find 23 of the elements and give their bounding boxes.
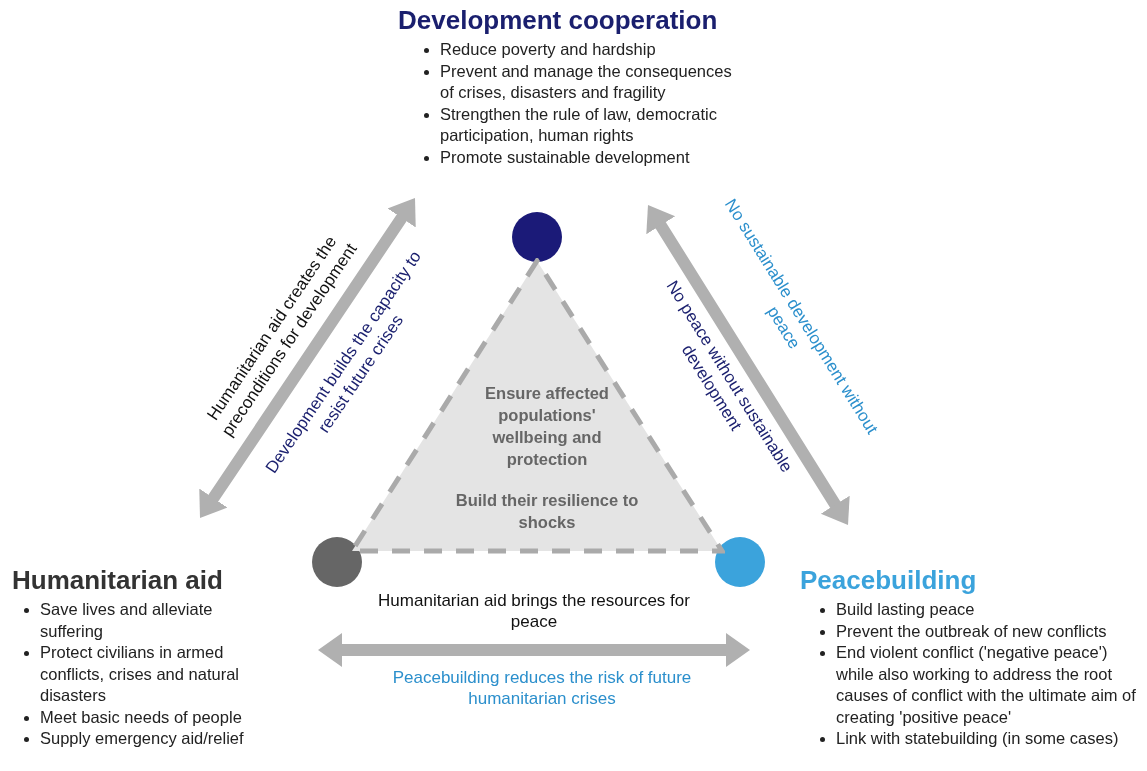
bullet-item: Link with statebuilding (in some cases) (816, 728, 1145, 750)
heading: Humanitarian aid (12, 565, 223, 595)
heading: Peacebuilding (800, 565, 977, 595)
bullet-item: Protect civilians in armed conflicts, crises and natural disasters (20, 642, 270, 707)
heading: Development cooperation (398, 5, 718, 35)
bullet-item: Prevent the outbreak of new conflicts (816, 620, 1145, 642)
circle-marker (715, 537, 765, 587)
arrow-caption: Peacebuilding reduces the risk of future humanitarian crises (391, 667, 693, 709)
bullet-item: Promote sustainable development (420, 146, 743, 168)
circle-marker (512, 212, 562, 262)
edge-label: Humanitarian aid brings the resources for peace (377, 590, 691, 632)
bullet-item: Reduce poverty and hardship (420, 39, 743, 61)
bullet-item: Supply emergency aid/relief (20, 728, 270, 750)
center-text: Build their resilience to shocks (454, 490, 640, 533)
circle-marker (312, 537, 362, 587)
center-text: Ensure affected populations' wellbeing and protection (484, 383, 610, 470)
bullet-item: Meet basic needs of people (20, 706, 270, 728)
bullet-item: Strengthen the rule of law, democratic participation, human rights (420, 103, 743, 147)
bullet-item: Save lives and alleviate suffering (20, 599, 270, 642)
double-arrow (318, 633, 750, 667)
bullet-item: Prevent and manage the consequences of crises, disasters and fragility (420, 60, 743, 104)
bullet-item: Build lasting peace (816, 599, 1145, 621)
bullet-item: End violent conflict ('negative peace') while also working to address the root causes of conflict with the ultimate aim of creating 'positive peace' (816, 642, 1145, 728)
